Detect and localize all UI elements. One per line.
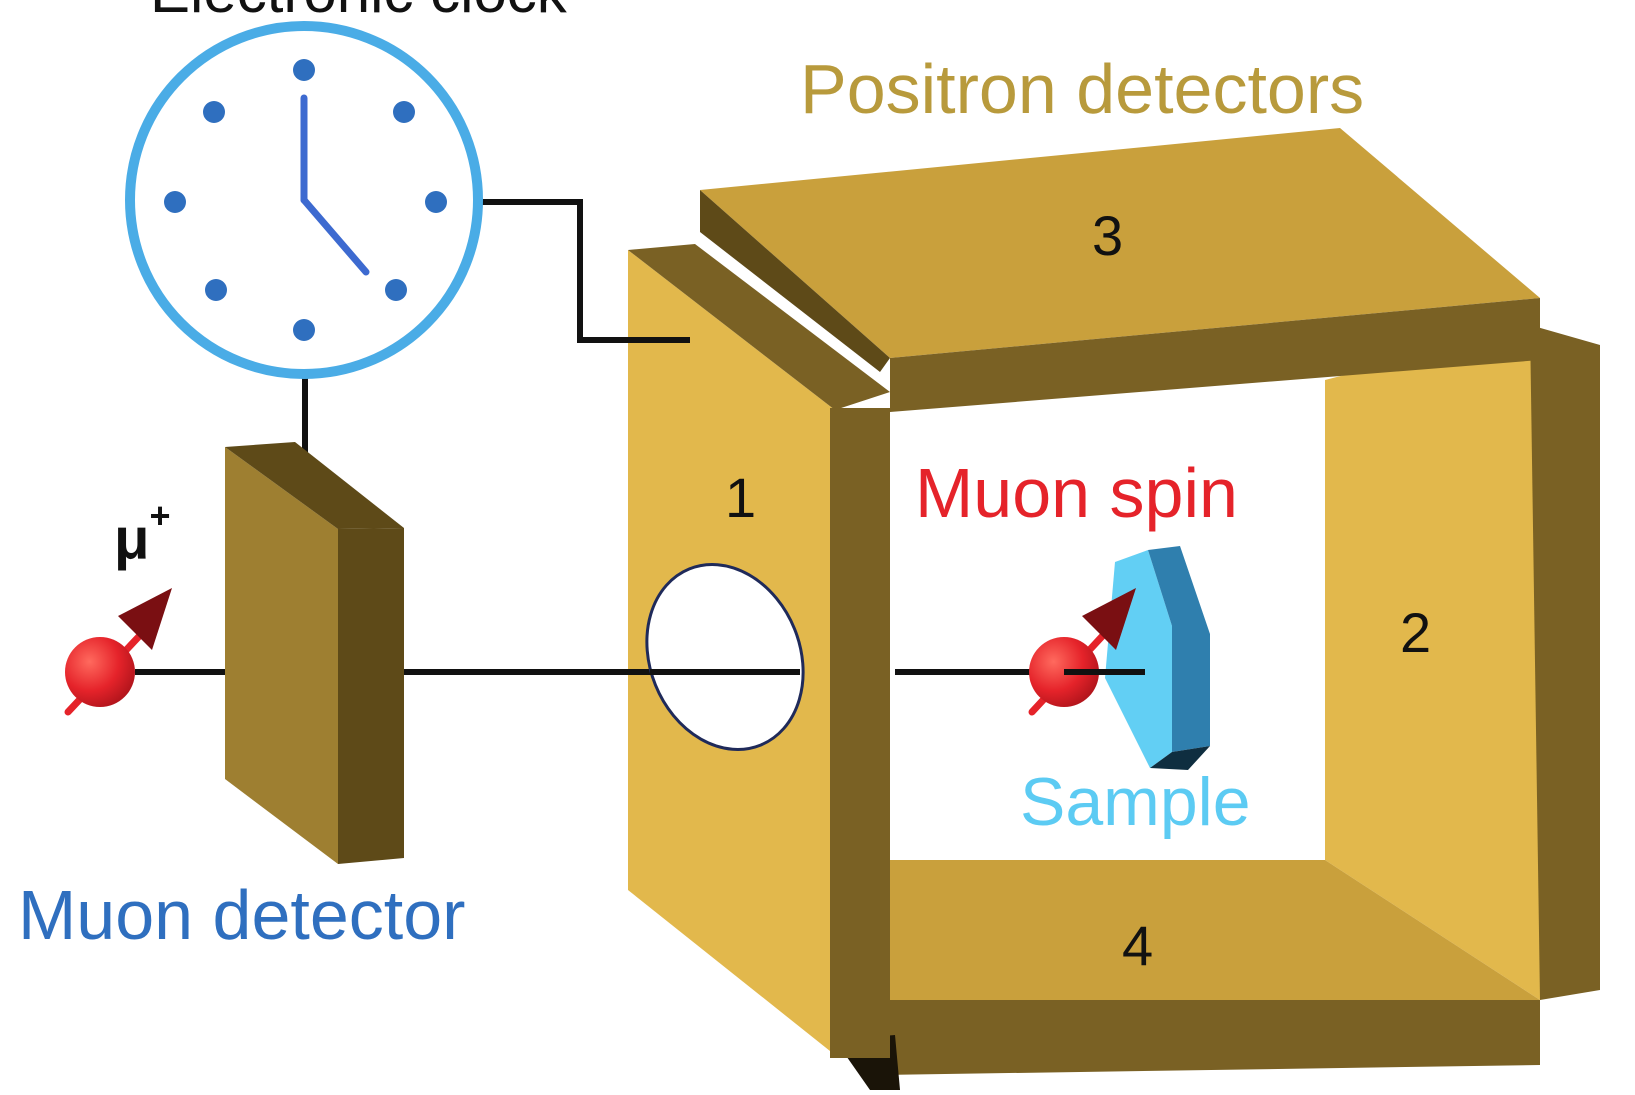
entrance-hole xyxy=(645,563,805,751)
muon-spin-label: Muon spin xyxy=(915,454,1238,532)
clock-label: Electronic clock xyxy=(150,0,567,22)
detector-number-4: 4 xyxy=(1122,914,1154,977)
muon-spin-arrowhead-in xyxy=(118,588,172,650)
detector-3-front xyxy=(890,298,1540,412)
detector-2-edge xyxy=(1530,325,1600,1000)
clock-to-positron-wire xyxy=(478,199,690,343)
sample-side xyxy=(1148,546,1210,752)
muon-ball-in xyxy=(65,637,135,707)
muon-detector-face xyxy=(225,447,338,864)
detector-2-face xyxy=(1325,325,1540,1000)
incoming-muon xyxy=(64,588,172,716)
detector-3-left-edge xyxy=(700,190,890,372)
muon-detector-top xyxy=(225,442,404,529)
clock-hour-hand xyxy=(300,196,370,276)
clock-hour-dots xyxy=(164,59,447,341)
muon-symbol: μ xyxy=(114,506,150,572)
detector-number-3: 3 xyxy=(1092,204,1124,267)
positron-detector-box xyxy=(628,128,1600,1090)
detector-number-2: 2 xyxy=(1400,601,1432,664)
muon-detector xyxy=(225,442,404,864)
sample-label: Sample xyxy=(1020,764,1251,840)
positron-detectors-label: Positron detectors xyxy=(800,50,1365,128)
muon-charge: + xyxy=(149,495,171,536)
detector-4-face xyxy=(880,860,1540,1000)
detector-1-front-edge xyxy=(830,408,890,1058)
detector-4-front xyxy=(880,1000,1540,1075)
sample-bottom xyxy=(1150,746,1210,770)
detector-3-face xyxy=(700,128,1540,358)
detector-number-1: 1 xyxy=(725,466,757,529)
muon-detector-side xyxy=(338,528,404,864)
detector-1-top-edge xyxy=(628,244,890,410)
sample xyxy=(1105,546,1210,770)
muon-detector-label: Muon detector xyxy=(18,876,466,954)
muon-symbol-label: μ+ xyxy=(114,498,171,572)
muon-spin-arrowhead-sample xyxy=(1082,588,1136,650)
electronic-clock xyxy=(125,21,483,379)
implanted-muon xyxy=(1028,588,1145,716)
